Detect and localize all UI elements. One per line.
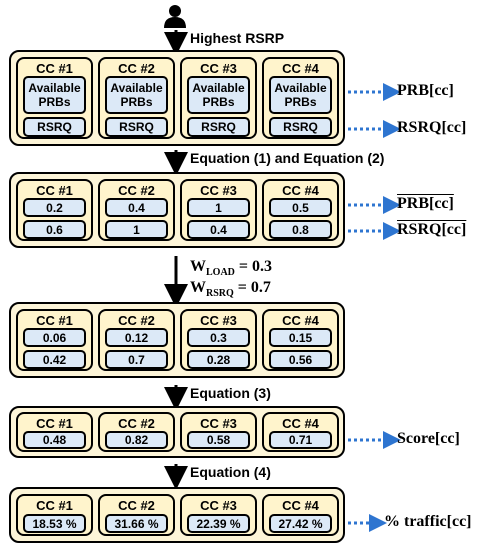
cc-title: CC #4 [282,313,319,328]
rsrq-cell: RSRQ [269,117,332,137]
step-label-highest-rsrp: Highest RSRP [190,30,285,46]
available-prbs-cell: Available PRBs [105,76,168,114]
output-rsrq: RSRQ[cc] [397,119,467,136]
cc-title: CC #1 [36,416,73,431]
score-cell: 0.48 [23,431,86,449]
cc-box: CC #2 31.66 % [98,494,175,536]
cc-box: CC #1 0.06 0.42 [16,309,93,371]
cc-box: CC #4 27.42 % [262,494,339,536]
value-cell: 0.6 [23,220,86,239]
score-cell: 0.82 [105,431,168,449]
cc-title: CC #4 [282,61,319,76]
cc-title: CC #2 [118,313,155,328]
weight-rsrq: WRSRQ = 0.7 [190,279,271,300]
cc-title: CC #2 [118,61,155,76]
cc-box: CC #3 1 0.4 [180,179,257,241]
step-label-eq1-eq2: Equation (1) and Equation (2) [190,150,385,166]
cc-title: CC #2 [118,183,155,198]
cc-title: CC #3 [200,183,237,198]
step-label-eq4: Equation (4) [190,464,271,480]
step-label-eq3: Equation (3) [190,385,271,401]
rsrq-cell: RSRQ [105,117,168,137]
output-prb-bar: PRB[cc] [397,195,454,212]
available-prbs-cell: Available PRBs [187,76,250,114]
rsrq-cell: RSRQ [187,117,250,137]
stage-score: CC #1 0.48 CC #2 0.82 CC #3 0.58 CC #4 0… [9,406,345,458]
output-traffic: % traffic[cc] [384,513,472,530]
cc-box: CC #2 0.82 [98,412,175,452]
rsrq-cell: RSRQ [23,117,86,137]
value-cell: 0.56 [269,350,332,369]
traffic-cell: 27.42 % [269,514,332,533]
value-cell: 0.2 [23,198,86,217]
traffic-cell: 18.53 % [23,514,86,533]
value-cell: 0.06 [23,328,86,347]
cc-box: CC #3 22.39 % [180,494,257,536]
cc-box: CC #3 0.3 0.28 [180,309,257,371]
stage-input: CC #1 Available PRBs RSRQ CC #2 Availabl… [9,50,345,146]
value-cell: 0.42 [23,350,86,369]
stage-weighted: CC #1 0.06 0.42 CC #2 0.12 0.7 CC #3 0.3… [9,302,345,378]
cc-box: CC #4 0.71 [262,412,339,452]
cc-title: CC #4 [282,416,319,431]
cc-title: CC #4 [282,498,319,513]
cc-box: CC #1 0.2 0.6 [16,179,93,241]
cc-box: CC #2 Available PRBs RSRQ [98,57,175,139]
cc-box: CC #1 Available PRBs RSRQ [16,57,93,139]
cc-title: CC #1 [36,61,73,76]
user-icon [164,5,186,28]
cc-title: CC #1 [36,498,73,513]
score-cell: 0.58 [187,431,250,449]
output-prb: PRB[cc] [397,82,454,99]
cc-title: CC #1 [36,183,73,198]
cc-title: CC #3 [200,61,237,76]
cc-title: CC #2 [118,498,155,513]
value-cell: 0.12 [105,328,168,347]
value-cell: 1 [105,220,168,239]
cc-box: CC #2 0.4 1 [98,179,175,241]
cc-title: CC #1 [36,313,73,328]
value-cell: 0.4 [105,198,168,217]
output-rsrq-bar: RSRQ[cc] [397,221,467,238]
traffic-cell: 31.66 % [105,514,168,533]
cc-title: CC #3 [200,313,237,328]
cc-box: CC #4 0.5 0.8 [262,179,339,241]
cc-title: CC #3 [200,416,237,431]
available-prbs-cell: Available PRBs [269,76,332,114]
cc-title: CC #2 [118,416,155,431]
value-cell: 0.3 [187,328,250,347]
cc-title: CC #4 [282,183,319,198]
available-prbs-cell: Available PRBs [23,76,86,114]
cc-box: CC #4 0.15 0.56 [262,309,339,371]
value-cell: 0.28 [187,350,250,369]
stage-normalized: CC #1 0.2 0.6 CC #2 0.4 1 CC #3 1 0.4 CC… [9,172,345,248]
score-cell: 0.71 [269,431,332,449]
value-cell: 1 [187,198,250,217]
cc-box: CC #3 Available PRBs RSRQ [180,57,257,139]
cc-title: CC #3 [200,498,237,513]
value-cell: 0.15 [269,328,332,347]
output-score: Score[cc] [397,430,460,447]
weight-load: WLOAD = 0.3 [190,258,273,279]
cc-box: CC #1 18.53 % [16,494,93,536]
cc-box: CC #2 0.12 0.7 [98,309,175,371]
value-cell: 0.8 [269,220,332,239]
cc-box: CC #3 0.58 [180,412,257,452]
cc-box: CC #1 0.48 [16,412,93,452]
value-cell: 0.7 [105,350,168,369]
value-cell: 0.4 [187,220,250,239]
traffic-cell: 22.39 % [187,514,250,533]
value-cell: 0.5 [269,198,332,217]
stage-traffic: CC #1 18.53 % CC #2 31.66 % CC #3 22.39 … [9,487,345,543]
cc-box: CC #4 Available PRBs RSRQ [262,57,339,139]
